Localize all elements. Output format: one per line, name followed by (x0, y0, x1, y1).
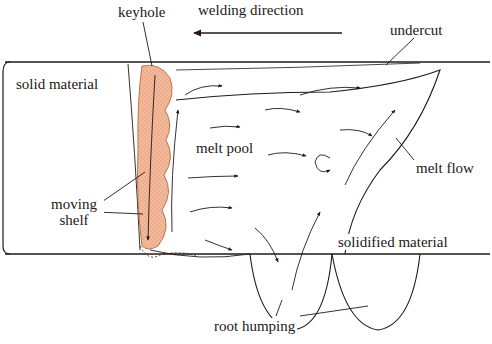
plate-top (5, 61, 490, 63)
direction-arrow (194, 32, 342, 34)
melt-flow-arrows (148, 75, 395, 290)
root-hump (332, 254, 420, 330)
melt-pool-boundary (176, 70, 440, 254)
keyhole-shape (138, 65, 173, 249)
keyhole-exit (140, 246, 196, 257)
undercut-line (176, 63, 420, 70)
part-label: root humping (212, 318, 297, 334)
region-label: solid material (14, 76, 100, 92)
part-label: undercut (388, 22, 444, 38)
part-label: keyhole (116, 4, 167, 20)
flow-label: melt flow (414, 160, 476, 176)
region-label: solidified material (336, 234, 450, 250)
region-label: melt pool (194, 140, 255, 156)
pool-bottom (150, 250, 250, 257)
plate-end (3, 62, 10, 254)
leader-line (96, 22, 414, 316)
part-label: moving shelf (44, 196, 104, 228)
direction-label: welding direction (196, 2, 305, 18)
